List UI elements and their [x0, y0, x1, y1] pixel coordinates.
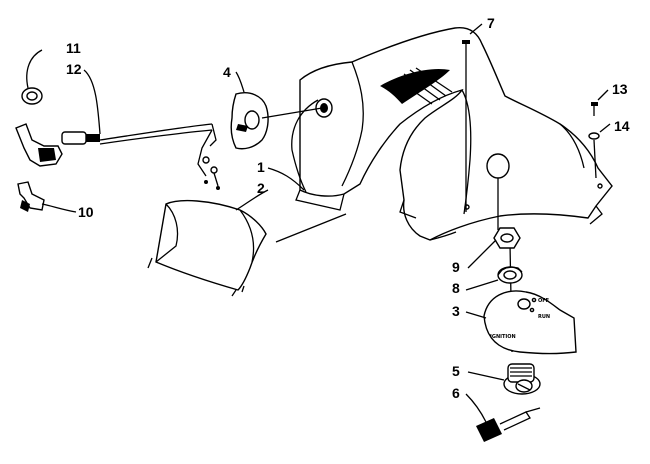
plate-label-ignition: IGNITION — [490, 334, 516, 340]
callout-13: 13 — [612, 81, 628, 97]
callout-1: 1 — [257, 159, 265, 175]
callout-3: 3 — [452, 303, 460, 319]
lock-washer — [497, 266, 523, 284]
ignition-switch — [503, 363, 541, 395]
leader-lines — [26, 23, 611, 423]
callout-5: 5 — [452, 363, 460, 379]
throttle-lever-part — [17, 181, 45, 212]
hex-nut — [493, 227, 521, 249]
callout-12: 12 — [66, 61, 82, 77]
lower-cover-panel — [147, 199, 267, 297]
callout-7: 7 — [487, 15, 495, 31]
callout-2: 2 — [257, 180, 265, 196]
gasket-guide-line — [261, 107, 323, 119]
washer — [588, 132, 600, 140]
callout-6: 6 — [452, 385, 460, 401]
callout-4: 4 — [223, 64, 231, 80]
gasket-plate — [230, 92, 269, 150]
callout-14: 14 — [614, 118, 630, 134]
callout-11: 11 — [66, 40, 81, 56]
ignition-switch-plate: OFF RUN IGNITION — [483, 290, 577, 355]
mount-screw — [462, 40, 470, 64]
plate-label-run: RUN — [538, 314, 550, 320]
ignition-key — [476, 407, 541, 442]
panel-guide-line — [275, 213, 347, 243]
console-housing — [291, 27, 613, 241]
cable-grommet — [21, 87, 43, 105]
small-screw — [591, 102, 598, 116]
callout-labels: 1 2 3 4 5 6 7 8 9 10 11 12 13 14 — [66, 15, 630, 401]
callout-8: 8 — [452, 280, 460, 296]
throttle-cable — [61, 123, 220, 190]
callout-9: 9 — [452, 259, 460, 275]
washer-guide-line — [593, 139, 597, 179]
throttle-lever — [15, 123, 63, 167]
plate-label-off: OFF — [538, 298, 549, 304]
callout-10: 10 — [78, 204, 94, 220]
